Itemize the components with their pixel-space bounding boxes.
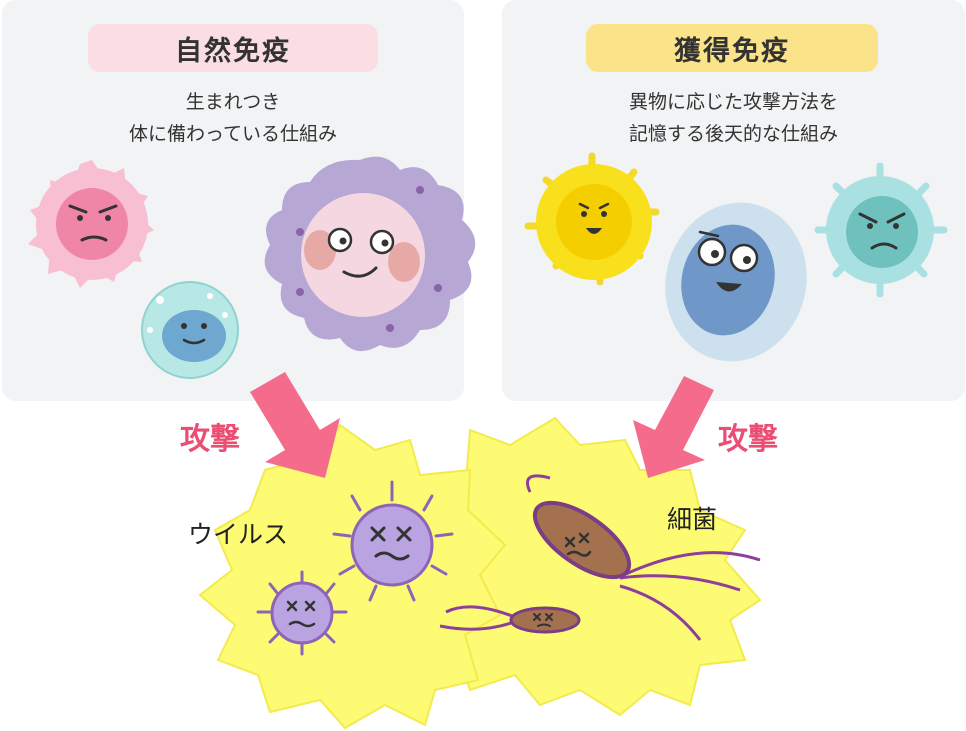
acquired-desc-line-2: 記憶する後天的な仕組み (628, 123, 838, 145)
teal-spiky-cell (814, 162, 948, 298)
bacterium-large (526, 474, 761, 641)
virus-burst (198, 423, 507, 730)
innate-desc-line-1: 生まれつき (185, 91, 281, 113)
purple-macrophage-cell (264, 156, 476, 352)
blue-cell (665, 202, 807, 362)
virus-large (332, 480, 454, 602)
yellow-cell (524, 152, 660, 286)
attack-arrow-right (633, 376, 714, 478)
acquired-desc-line-1: 異物に応じた攻撃方法を (628, 91, 838, 113)
attack-label-right: 攻撃 (718, 422, 778, 457)
attack-arrow-left (250, 372, 340, 478)
acquired-immunity-description: 異物に応じた攻撃方法を 記憶する後天的な仕組み (502, 86, 965, 150)
virus-small (256, 570, 348, 656)
teal-cell (141, 281, 239, 379)
acquired-immunity-title: 獲得免疫 (586, 24, 878, 72)
virus-label: ウイルス (188, 520, 289, 549)
innate-immunity-description: 生まれつき 体に備わっている仕組み (2, 86, 464, 150)
innate-immunity-title: 自然免疫 (88, 24, 378, 72)
pink-spiky-cell (28, 160, 154, 288)
attack-label-left: 攻撃 (180, 422, 240, 457)
innate-desc-line-2: 体に備わっている仕組み (128, 123, 338, 145)
bacteria-label: 細菌 (667, 505, 718, 534)
bacterium-small (439, 605, 581, 634)
